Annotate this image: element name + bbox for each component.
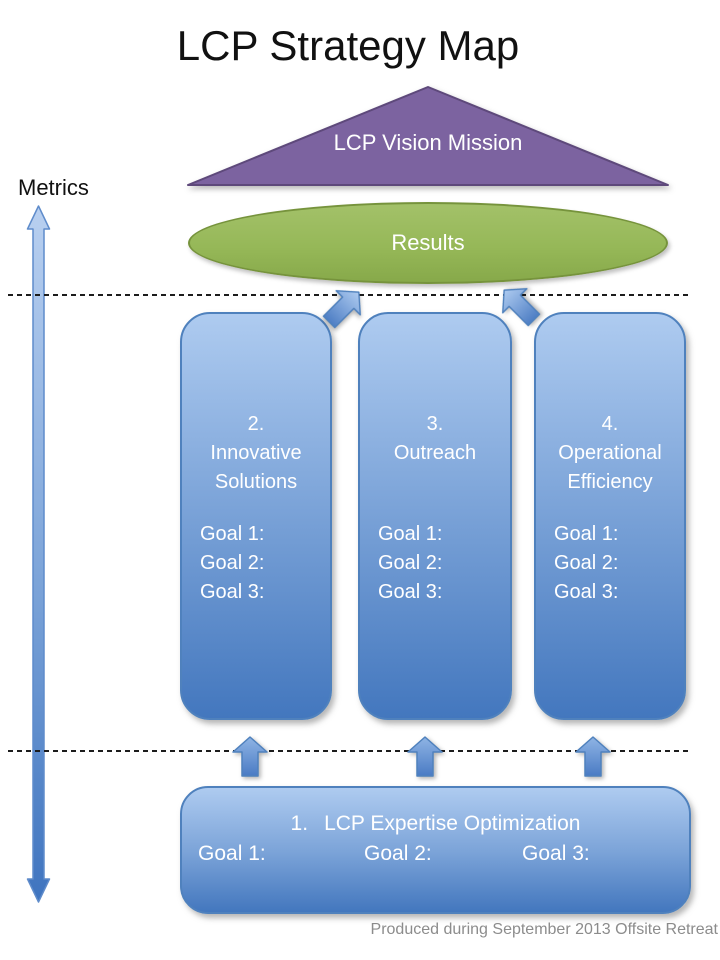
- up-arrow-icon: [575, 736, 611, 777]
- pillar-innovative-solutions: 2. Innovative Solutions Goal 1: Goal 2: …: [180, 312, 332, 720]
- goal-item: Goal 3:: [200, 581, 265, 603]
- pillar-title-line: Efficiency: [567, 471, 653, 493]
- pillar-outreach: 3. Outreach Goal 1: Goal 2: Goal 3:: [358, 312, 512, 720]
- goal-item: Goal 2:: [554, 552, 619, 574]
- pillar-title: 4. Operational Efficiency: [536, 410, 684, 497]
- goal-item: Goal 3:: [378, 581, 443, 603]
- pillar-title-line: Solutions: [214, 471, 298, 493]
- pillar-goals: Goal 1: Goal 2: Goal 3:: [200, 520, 264, 607]
- goal-item: Goal 2:: [378, 552, 443, 574]
- goal-item: Goal 2:: [364, 842, 432, 865]
- foundation-number: 1.: [290, 812, 309, 835]
- dashed-line-bottom: [8, 750, 692, 752]
- pillar-title-line: Outreach: [393, 442, 477, 464]
- pillar-title: 3. Outreach: [360, 410, 510, 468]
- diagonal-up-left-arrow-icon: [501, 287, 541, 327]
- goal-item: Goal 1:: [200, 523, 265, 545]
- up-arrow-icon: [232, 736, 268, 777]
- foundation-title: LCP Expertise Optimization: [324, 812, 581, 835]
- goal-item: Goal 3:: [522, 842, 590, 865]
- metrics-double-arrow-icon: [26, 205, 51, 903]
- pillar-number: 3.: [426, 413, 444, 435]
- results-ellipse: Results: [188, 202, 668, 284]
- goal-item: Goal 3:: [554, 581, 619, 603]
- pillar-title-line: Innovative: [210, 442, 302, 464]
- vision-triangle: LCP Vision Mission: [184, 84, 672, 188]
- pillar-goals: Goal 1: Goal 2: Goal 3:: [378, 520, 442, 607]
- metrics-label: Metrics: [18, 175, 89, 200]
- pillar-number: 2.: [247, 413, 265, 435]
- goal-item: Goal 1:: [554, 523, 619, 545]
- goal-item: Goal 2:: [200, 552, 265, 574]
- triangle-shape: [187, 86, 669, 186]
- pillar-number: 4.: [601, 413, 619, 435]
- results-label: Results: [391, 230, 465, 255]
- pillar-title: 2. Innovative Solutions: [182, 410, 330, 497]
- foundation-heading: 1. LCP Expertise Optimization: [182, 812, 689, 836]
- pillar-title-line: Operational: [558, 442, 662, 464]
- diagonal-up-right-arrow-icon: [322, 289, 362, 329]
- vision-label: LCP Vision Mission: [333, 130, 523, 155]
- page-title: LCP Strategy Map: [176, 22, 520, 69]
- goal-item: Goal 1:: [378, 523, 443, 545]
- goal-item: Goal 1:: [198, 842, 266, 865]
- up-arrow-icon: [407, 736, 443, 777]
- pillar-goals: Goal 1: Goal 2: Goal 3:: [554, 520, 618, 607]
- pillar-operational-efficiency: 4. Operational Efficiency Goal 1: Goal 2…: [534, 312, 686, 720]
- footer-credit: Produced during September 2013 Offsite R…: [370, 921, 718, 938]
- foundation-box: 1. LCP Expertise Optimization Goal 1: Go…: [180, 786, 691, 914]
